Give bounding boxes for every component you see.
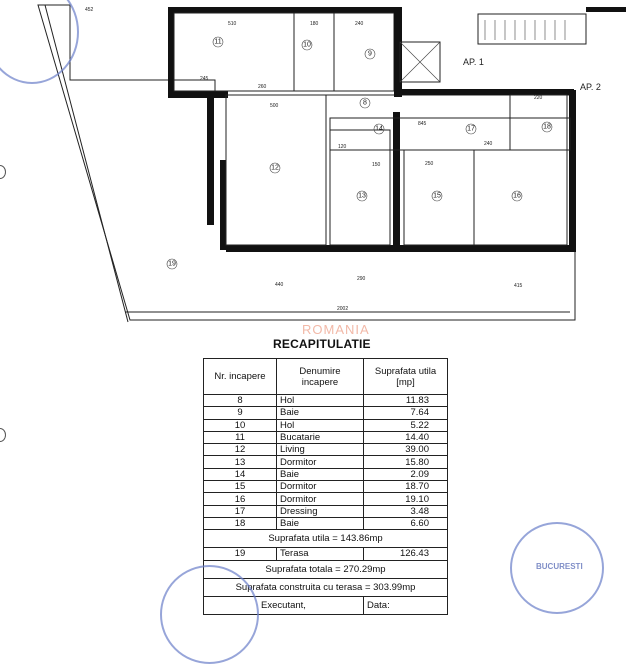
room-name: Dressing [276,504,364,518]
room-name: Baie [276,467,364,482]
dimension-labels: 452 510 180 240 245 260 500 845 220 120 … [85,7,543,312]
room-area: 14.40 [363,430,448,445]
room-name: Bucatarie [276,430,364,445]
room-area: 15.80 [363,455,448,469]
room-nr: 13 [203,455,277,469]
header-area: Suprafata utila [mp] [363,358,448,395]
utila-row: Suprafata utila = 143.86mp [203,529,448,549]
room-labels: 8 9 10 11 12 13 14 15 16 17 18 19 [166,36,553,270]
header-name: Denumire incapere [276,358,364,395]
room-name: Baie [276,516,364,531]
stamp-bottom-right: BUCURESTI [510,522,604,614]
room-nr: 17 [203,504,277,518]
room-name: Dormitor [276,480,364,494]
svg-text:500: 500 [270,103,279,109]
room-area: 19.10 [363,492,448,506]
svg-text:845: 845 [418,121,427,127]
svg-text:250: 250 [425,161,434,167]
room-area: 7.64 [363,406,448,420]
room-area: 6.60 [363,516,448,531]
svg-text:260: 260 [258,84,267,90]
stamp-top-left [0,0,79,84]
room-number: 14 [375,126,383,133]
room-name: Dormitor [276,492,364,506]
recap-table: Nr. incapere Denumire incapere Suprafata… [203,358,448,615]
room-nr: 18 [203,516,277,531]
watermark: ROMANIA [302,322,370,337]
svg-text:120: 120 [338,144,347,150]
room-nr: 15 [203,480,277,494]
recap-title: RECAPITULATIE [273,337,371,351]
room-nr: 11 [203,430,277,445]
svg-text:240: 240 [484,141,493,147]
room-number: 12 [271,165,279,172]
room-number: 8 [363,100,367,107]
stamp-text: BUCURESTI [536,562,583,571]
room-nr: 12 [203,443,277,457]
room-name: Living [276,443,364,457]
room-area: 11.83 [363,393,448,408]
room-nr: 10 [203,418,277,432]
room-number: 9 [368,51,372,58]
room-number: 15 [433,193,441,200]
table-row: 19 Terasa 126.43 [203,547,448,561]
room-area: 18.70 [363,480,448,494]
room-number: 17 [467,126,475,133]
room-nr: 16 [203,492,277,506]
room-nr: 9 [203,406,277,420]
svg-text:415: 415 [514,283,523,289]
room-number: 13 [358,193,366,200]
room-area: 2.09 [363,467,448,482]
room-nr: 14 [203,467,277,482]
room-area: 3.48 [363,504,448,518]
binder-hole [0,428,6,442]
room-area: 5.22 [363,418,448,432]
room-number: 11 [214,39,221,46]
svg-text:2002: 2002 [337,306,348,312]
room-number: 19 [168,261,176,268]
svg-text:440: 440 [275,282,284,288]
room-number: 16 [513,193,521,200]
room-name: Hol [276,418,364,432]
room-area: 126.43 [363,547,448,561]
suprafata-utila: Suprafata utila = 143.86mp [203,529,448,549]
header-nr: Nr. incapere [203,358,277,395]
room-name: Terasa [276,547,364,561]
apartment-label: AP. 2 [580,82,601,92]
svg-text:240: 240 [355,21,364,27]
floor-plan: 8 9 10 11 12 13 14 15 16 17 18 19 452 51… [37,4,626,323]
svg-text:180: 180 [310,21,319,27]
svg-text:290: 290 [357,276,366,282]
room-number: 18 [543,124,551,131]
table-header: Nr. incapere Denumire incapere Suprafata… [203,358,448,395]
date-field: Data: [363,595,448,615]
svg-text:245: 245 [200,76,209,82]
room-name: Dormitor [276,455,364,469]
apartment-label: AP. 1 [463,57,484,67]
svg-text:150: 150 [372,162,381,168]
room-name: Baie [276,406,364,420]
room-nr: 19 [203,547,277,561]
svg-text:510: 510 [228,21,237,27]
svg-text:452: 452 [85,7,94,13]
room-area: 39.00 [363,443,448,457]
room-name: Hol [276,393,364,408]
room-number: 10 [303,42,311,49]
room-nr: 8 [203,393,277,408]
svg-text:220: 220 [534,95,543,101]
terrace-outline [37,4,576,321]
